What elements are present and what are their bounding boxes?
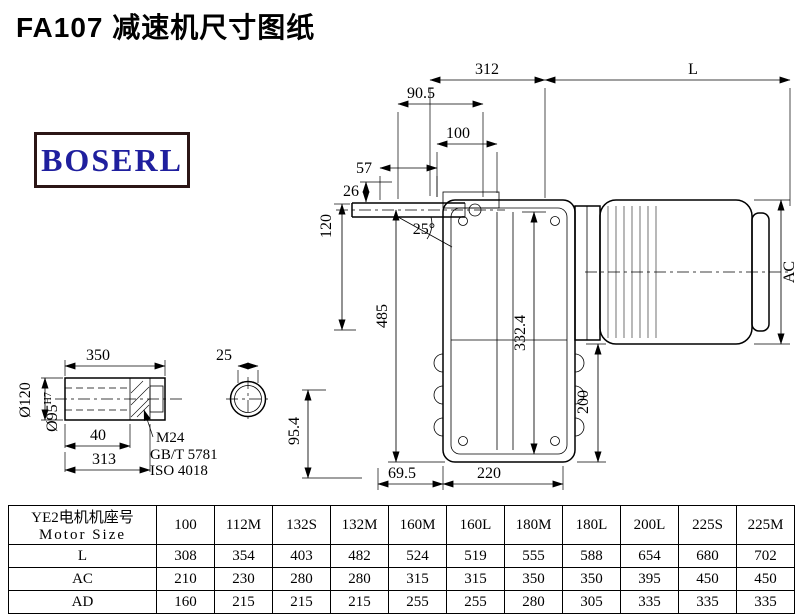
spec-cell: 160 — [156, 590, 215, 614]
table-row-AD: AD 160 215 215 215 255 255 280 305 335 3… — [8, 590, 795, 614]
table-row-L: L 308 354 403 482 524 519 555 588 654 68… — [8, 544, 795, 568]
dim-25: 25 — [216, 347, 232, 364]
dim-100: 100 — [446, 125, 470, 142]
spec-cell: 315 — [388, 567, 447, 591]
boserl-logo: BOSERL — [34, 132, 190, 188]
col-header: 180L — [562, 505, 621, 545]
col-header: 160L — [446, 505, 505, 545]
dimensions-shaft-view: 350 25 Ø120 Ø95H7 40 313 M24 — [17, 347, 259, 479]
spec-cell: 395 — [620, 567, 679, 591]
dim-40: 40 — [90, 427, 106, 444]
col-header: 132M — [330, 505, 389, 545]
dim-220: 220 — [477, 465, 501, 482]
spec-cell: 210 — [156, 567, 215, 591]
spec-cell: 335 — [736, 590, 795, 614]
spec-cell: 555 — [504, 544, 563, 568]
col-header: 112M — [214, 505, 273, 545]
spec-cell: 450 — [678, 567, 737, 591]
spec-cell: 680 — [678, 544, 737, 568]
motor-size-header-cell: YE2电机机座号 Motor Size — [8, 505, 157, 545]
spec-cell: 519 — [446, 544, 505, 568]
spec-cell: 335 — [620, 590, 679, 614]
spec-cell: 305 — [562, 590, 621, 614]
spec-cell: 215 — [272, 590, 331, 614]
row-label: AD — [8, 590, 157, 614]
motor-size-label-en: Motor Size — [38, 527, 127, 543]
motor-flange — [574, 205, 601, 341]
dim-25-degrees: 25° — [413, 221, 435, 238]
spec-cell: 588 — [562, 544, 621, 568]
dim-350: 350 — [86, 347, 110, 364]
spec-cell: 450 — [736, 567, 795, 591]
dim-dia-95-h7: Ø95H7 — [43, 392, 61, 432]
dim-200: 200 — [575, 390, 592, 414]
dim-AC: AC — [781, 261, 798, 283]
shaft-side-view — [55, 377, 182, 421]
spec-cell: 280 — [272, 567, 331, 591]
shaft-end-view — [226, 377, 270, 421]
spec-cell: 280 — [330, 567, 389, 591]
spec-cell: 255 — [446, 590, 505, 614]
label-m24: M24 — [156, 430, 185, 446]
dim-313: 313 — [92, 451, 116, 468]
dim-69-5: 69.5 — [388, 465, 416, 482]
spec-cell: 482 — [330, 544, 389, 568]
row-label: L — [8, 544, 157, 568]
dim-485: 485 — [374, 304, 391, 328]
dim-120: 120 — [318, 214, 335, 238]
label-iso-4018: ISO 4018 — [150, 463, 208, 479]
spec-cell: 403 — [272, 544, 331, 568]
spec-cell: 654 — [620, 544, 679, 568]
dim-90-5: 90.5 — [407, 85, 435, 102]
spec-cell: 308 — [156, 544, 215, 568]
spec-cell: 335 — [678, 590, 737, 614]
main-view-gearbox — [336, 191, 585, 463]
spec-cell: 255 — [388, 590, 447, 614]
col-header: 132S — [272, 505, 331, 545]
table-row-AC: AC 210 230 280 280 315 315 350 350 395 4… — [8, 567, 795, 591]
dim-95-4: 95.4 — [286, 417, 303, 445]
page-title: FA107 减速机尺寸图纸 — [16, 12, 316, 43]
spec-cell: 215 — [214, 590, 273, 614]
spec-cell: 354 — [214, 544, 273, 568]
row-label: AC — [8, 567, 157, 591]
col-header: 200L — [620, 505, 679, 545]
spec-cell: 702 — [736, 544, 795, 568]
spec-cell: 350 — [504, 567, 563, 591]
spec-cell: 230 — [214, 567, 273, 591]
dim-dia-120: Ø120 — [17, 382, 34, 418]
col-header: 225S — [678, 505, 737, 545]
spec-cell: 280 — [504, 590, 563, 614]
dimensions-main-view: 312 L 90.5 100 57 26 — [286, 61, 798, 490]
dim-312: 312 — [475, 61, 499, 78]
col-header: 225M — [736, 505, 795, 545]
label-gbt-5781: GB/T 5781 — [150, 447, 218, 463]
dim-L: L — [688, 61, 698, 78]
spec-table: YE2电机机座号 Motor Size 100 112M 132S 132M 1… — [8, 505, 795, 614]
spec-cell: 215 — [330, 590, 389, 614]
main-view-motor — [574, 199, 790, 345]
dim-332-4: 332.4 — [512, 315, 529, 351]
dim-57: 57 — [356, 160, 372, 177]
boserl-logo-text: BOSERL — [41, 142, 183, 178]
table-header-row: YE2电机机座号 Motor Size 100 112M 132S 132M 1… — [8, 505, 795, 545]
motor-size-label-zh: YE2电机机座号 — [31, 510, 134, 526]
dim-26: 26 — [343, 183, 359, 200]
spec-cell: 350 — [562, 567, 621, 591]
spec-cell: 315 — [446, 567, 505, 591]
col-header: 180M — [504, 505, 563, 545]
spec-cell: 524 — [388, 544, 447, 568]
gearbox-housing — [442, 199, 576, 463]
col-header: 100 — [156, 505, 215, 545]
col-header: 160M — [388, 505, 447, 545]
